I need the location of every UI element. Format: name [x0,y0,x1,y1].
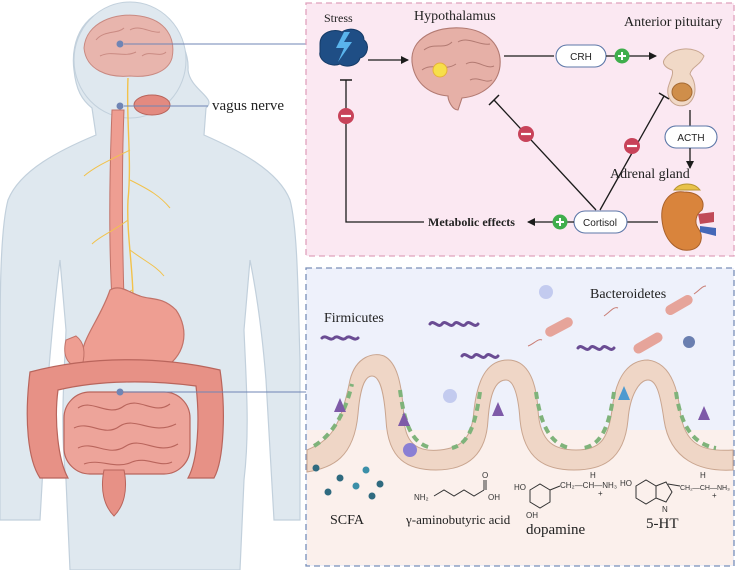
pituitary-gland-icon [663,48,705,107]
svg-text:HO: HO [620,479,632,488]
crh-label: CRH [570,52,592,63]
vagus-nerve-path [126,77,134,321]
svg-text:CH₂—CH—NH₃: CH₂—CH—NH₃ [560,481,617,490]
scfa-molecules [312,464,384,500]
metabolic-to-stress-inhibit [345,80,424,223]
acth-box [664,125,718,149]
rectum [101,469,127,517]
hpa-axis-panel: Stress Hypothalamus Anterior pituitary A… [305,2,735,257]
gaba-structure: NH₂ O OH [414,471,500,502]
svg-text:H: H [700,471,706,480]
stress-brain-icon [319,28,368,67]
adrenal-gland-label: Adrenal gland [610,167,690,182]
esophagus [109,109,125,301]
throat-pointer-dot [116,102,124,110]
scfa-label: SCFA [330,513,365,528]
adrenal-kidney-icon [661,183,716,251]
intestinal-villi [306,354,734,473]
dopamine-label: dopamine [526,522,585,538]
microbe-bubble [683,336,695,348]
dopamine-structure: HO OH CH₂—CH—NH₃ H + [514,471,617,520]
vagus-nerve-branches [83,149,171,313]
gut-microbiota-panel: Firmicutes Bacteroidetes [305,267,735,567]
svg-text:O: O [482,471,488,480]
bacteroidetes-bacteria [527,285,707,354]
small-intestine [63,391,191,475]
anterior-pituitary-label: Anterior pituitary [624,15,722,30]
mouth-cavity [133,94,171,116]
colon-pointer-dot [116,388,124,396]
svg-text:NH₂: NH₂ [414,493,429,502]
enteroendocrine-cells [334,386,710,457]
microbe-bubble [539,285,553,299]
hypothalamus-brain-icon [411,27,501,111]
cortisol-to-hypothalamus-inhibit [493,99,597,211]
firmicutes-label: Firmicutes [324,311,384,326]
brain [83,14,174,77]
lamina-propria-bg [307,430,733,565]
cortisol-label: Cortisol [583,218,617,229]
svg-text:H: H [590,471,596,480]
svg-text:N: N [662,505,668,514]
firmicutes-bacteria [320,321,616,359]
brain-pointer-dot [116,40,124,48]
large-intestine [26,359,224,479]
hypothalamus-highlight [432,62,448,78]
bacteroidetes-label: Bacteroidetes [590,287,666,302]
stress-label: Stress [324,11,353,25]
gaba-label: γ-aminobutyric acid [405,512,511,527]
acth-label: ACTH [677,133,704,144]
human-body-illustration [0,1,301,571]
svg-text:CH₂—CH—NH₃: CH₂—CH—NH₃ [680,485,730,492]
lightning-icon [336,32,352,62]
hypothalamus-label: Hypothalamus [414,9,496,24]
svg-text:+: + [598,489,603,498]
microbe-bubble [443,389,457,403]
vagus-nerve-label: vagus nerve [212,98,284,114]
svg-text:+: + [712,491,717,500]
svg-text:OH: OH [488,493,500,502]
serotonin-label: 5-HT [646,516,679,532]
svg-text:HO: HO [514,483,526,492]
svg-text:OH: OH [526,511,538,520]
metabolic-effects-label: Metabolic effects [428,215,515,229]
brain-folds [95,27,167,57]
serotonin-structure: HO N CH₂—CH—NH₃ H + [620,471,730,514]
